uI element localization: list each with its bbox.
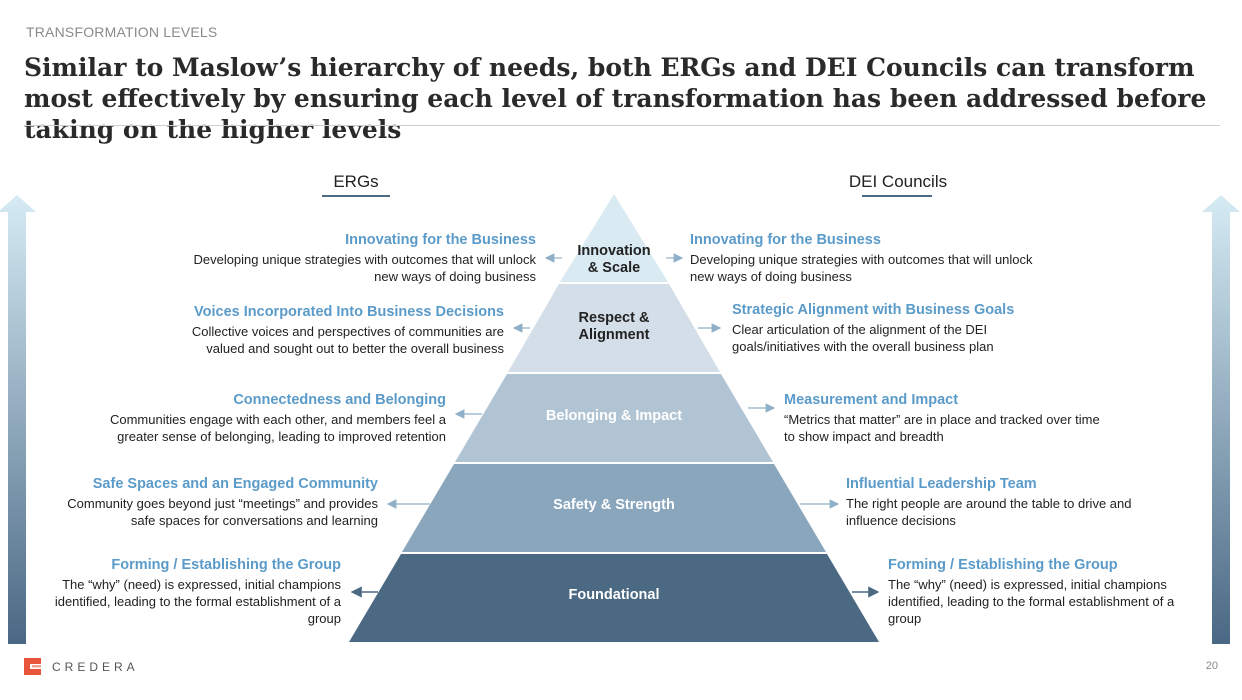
erg-item-desc: Communities engage with each other, and …: [109, 412, 446, 444]
tier-innovation: [560, 194, 668, 282]
tier-label-respect: Respect &Alignment: [578, 310, 650, 343]
title-divider: [24, 125, 1220, 126]
dei-councils-heading: DEI Councils: [848, 172, 948, 191]
erg-item-voices: Voices Incorporated Into Business Decisi…: [180, 303, 504, 357]
eyebrow-label: TRANSFORMATION LEVELS: [26, 24, 218, 40]
erg-item-title: Innovating for the Business: [345, 232, 536, 248]
ergs-heading: ERGs: [333, 172, 379, 191]
erg-item-desc: Developing unique strategies with outcom…: [193, 252, 536, 284]
dei-councils-heading-underline: [862, 195, 932, 197]
erg-item-innovating: Innovating for the Business Developing u…: [190, 231, 536, 285]
right-progress-arrow: [1202, 195, 1240, 644]
tier-belonging: [455, 374, 773, 462]
council-item-desc: Developing unique strategies with outcom…: [690, 252, 1033, 284]
council-item-title: Strategic Alignment with Business Goals: [732, 302, 1015, 318]
council-item-desc: The “why” (need) is expressed, initial c…: [888, 577, 1175, 626]
tier-respect: [508, 284, 720, 372]
erg-item-desc: Community goes beyond just “meetings” an…: [67, 496, 378, 528]
tier-safety: [402, 464, 826, 552]
erg-item-title: Voices Incorporated Into Business Decisi…: [194, 304, 504, 320]
erg-item-title: Connectedness and Belonging: [233, 392, 446, 408]
council-item-desc: Clear articulation of the alignment of t…: [732, 322, 994, 354]
council-item-innovating: Innovating for the Business Developing u…: [690, 231, 1036, 285]
council-item-forming: Forming / Establishing the Group The “wh…: [888, 556, 1208, 627]
tier-label-safety: Safety & Strength: [553, 497, 675, 513]
tier-label-innovation: Innovation& Scale: [577, 243, 651, 276]
credera-logo-icon: [24, 658, 41, 675]
erg-item-desc: Collective voices and perspectives of co…: [191, 324, 504, 356]
erg-item-connectedness: Connectedness and Belonging Communities …: [70, 391, 446, 445]
left-progress-arrow: [0, 195, 36, 644]
council-item-desc: “Metrics that matter” are in place and t…: [784, 412, 1100, 444]
council-item-measurement: Measurement and Impact “Metrics that mat…: [784, 391, 1114, 445]
erg-item-title: Forming / Establishing the Group: [111, 557, 341, 573]
erg-item-safe-spaces: Safe Spaces and an Engaged Community Com…: [40, 475, 378, 529]
council-item-title: Forming / Establishing the Group: [888, 557, 1118, 573]
council-item-title: Influential Leadership Team: [846, 476, 1037, 492]
tier-foundational: [349, 554, 879, 642]
tier-label-foundational: Foundational: [568, 587, 660, 603]
council-item-title: Measurement and Impact: [784, 392, 959, 408]
page-title: Similar to Maslow’s hierarchy of needs, …: [24, 53, 1207, 144]
erg-item-forming: Forming / Establishing the Group The “wh…: [24, 556, 341, 627]
page-number: 20: [1205, 660, 1218, 672]
council-item-desc: The right people are around the table to…: [846, 496, 1132, 528]
ergs-heading-underline: [322, 195, 390, 197]
erg-item-desc: The “why” (need) is expressed, initial c…: [54, 577, 341, 626]
brand-name: CREDERA: [52, 660, 139, 674]
council-item-strategic-alignment: Strategic Alignment with Business Goals …: [732, 301, 1032, 355]
council-item-title: Innovating for the Business: [690, 232, 881, 248]
tier-label-belonging: Belonging & Impact: [545, 408, 683, 424]
council-item-leadership: Influential Leadership Team The right pe…: [846, 475, 1176, 529]
erg-item-title: Safe Spaces and an Engaged Community: [92, 476, 378, 492]
